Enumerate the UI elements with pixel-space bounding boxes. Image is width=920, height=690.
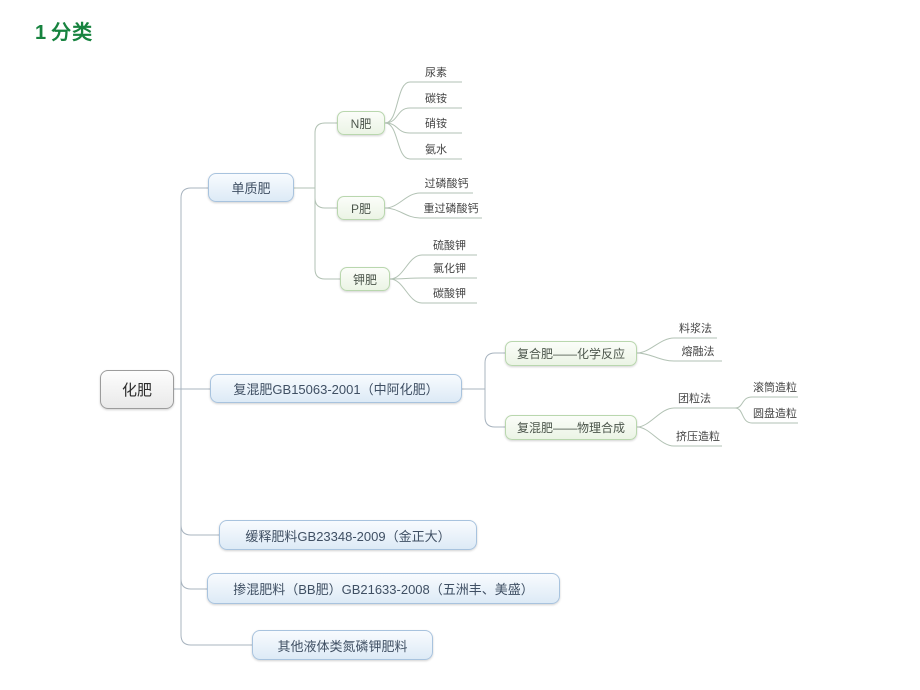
node-other-liquid[interactable]: 其他液体类氮磷钾肥料 [252,630,433,660]
node-compound-fertilizer[interactable]: 复混肥GB15063-2001（中阿化肥） [210,374,462,403]
leaf-potassium-chloride[interactable]: 氯化钾 [433,263,466,275]
leaf-granulation-method[interactable]: 团粒法 [678,393,711,405]
title-number: 1 [35,22,48,44]
node-single-element[interactable]: 单质肥 [208,173,294,202]
leaf-ammonium-bicarbonate[interactable]: 碳铵 [425,93,447,105]
leaf-drum-granulation[interactable]: 滚筒造粒 [753,382,797,394]
node-p-fertilizer[interactable]: P肥 [337,196,385,220]
node-n-fertilizer[interactable]: N肥 [337,111,385,135]
leaf-potassium-carbonate[interactable]: 碳酸钾 [433,288,466,300]
leaf-superphosphate[interactable]: 过磷酸钙 [424,178,469,190]
leaf-slurry-method[interactable]: 料浆法 [679,323,712,335]
leaf-ammonia-water[interactable]: 氨水 [425,144,447,156]
leaf-potassium-sulfate[interactable]: 硫酸钾 [433,240,466,252]
title-label: 分类 [51,22,94,44]
leaf-triple-superphosphate[interactable]: 重过磷酸钙 [423,203,479,215]
node-compound-chemical[interactable]: 复合肥——化学反应 [505,341,637,366]
leaf-ammonium-nitrate[interactable]: 硝铵 [425,118,447,130]
node-k-fertilizer[interactable]: 钾肥 [340,267,390,291]
node-slow-release[interactable]: 缓释肥料GB23348-2009（金正大） [219,520,477,550]
leaf-melting-method[interactable]: 熔融法 [681,346,715,358]
leaf-disc-granulation[interactable]: 圆盘造粒 [753,408,797,420]
leaf-urea[interactable]: 尿素 [425,67,447,79]
node-root-fertilizer[interactable]: 化肥 [100,370,174,409]
leaf-extrusion-granulation[interactable]: 挤压造粒 [676,431,720,443]
node-blended-bb[interactable]: 掺混肥料（BB肥）GB21633-2008（五洲丰、美盛） [207,573,560,604]
node-compound-physical[interactable]: 复混肥——物理合成 [505,415,637,440]
